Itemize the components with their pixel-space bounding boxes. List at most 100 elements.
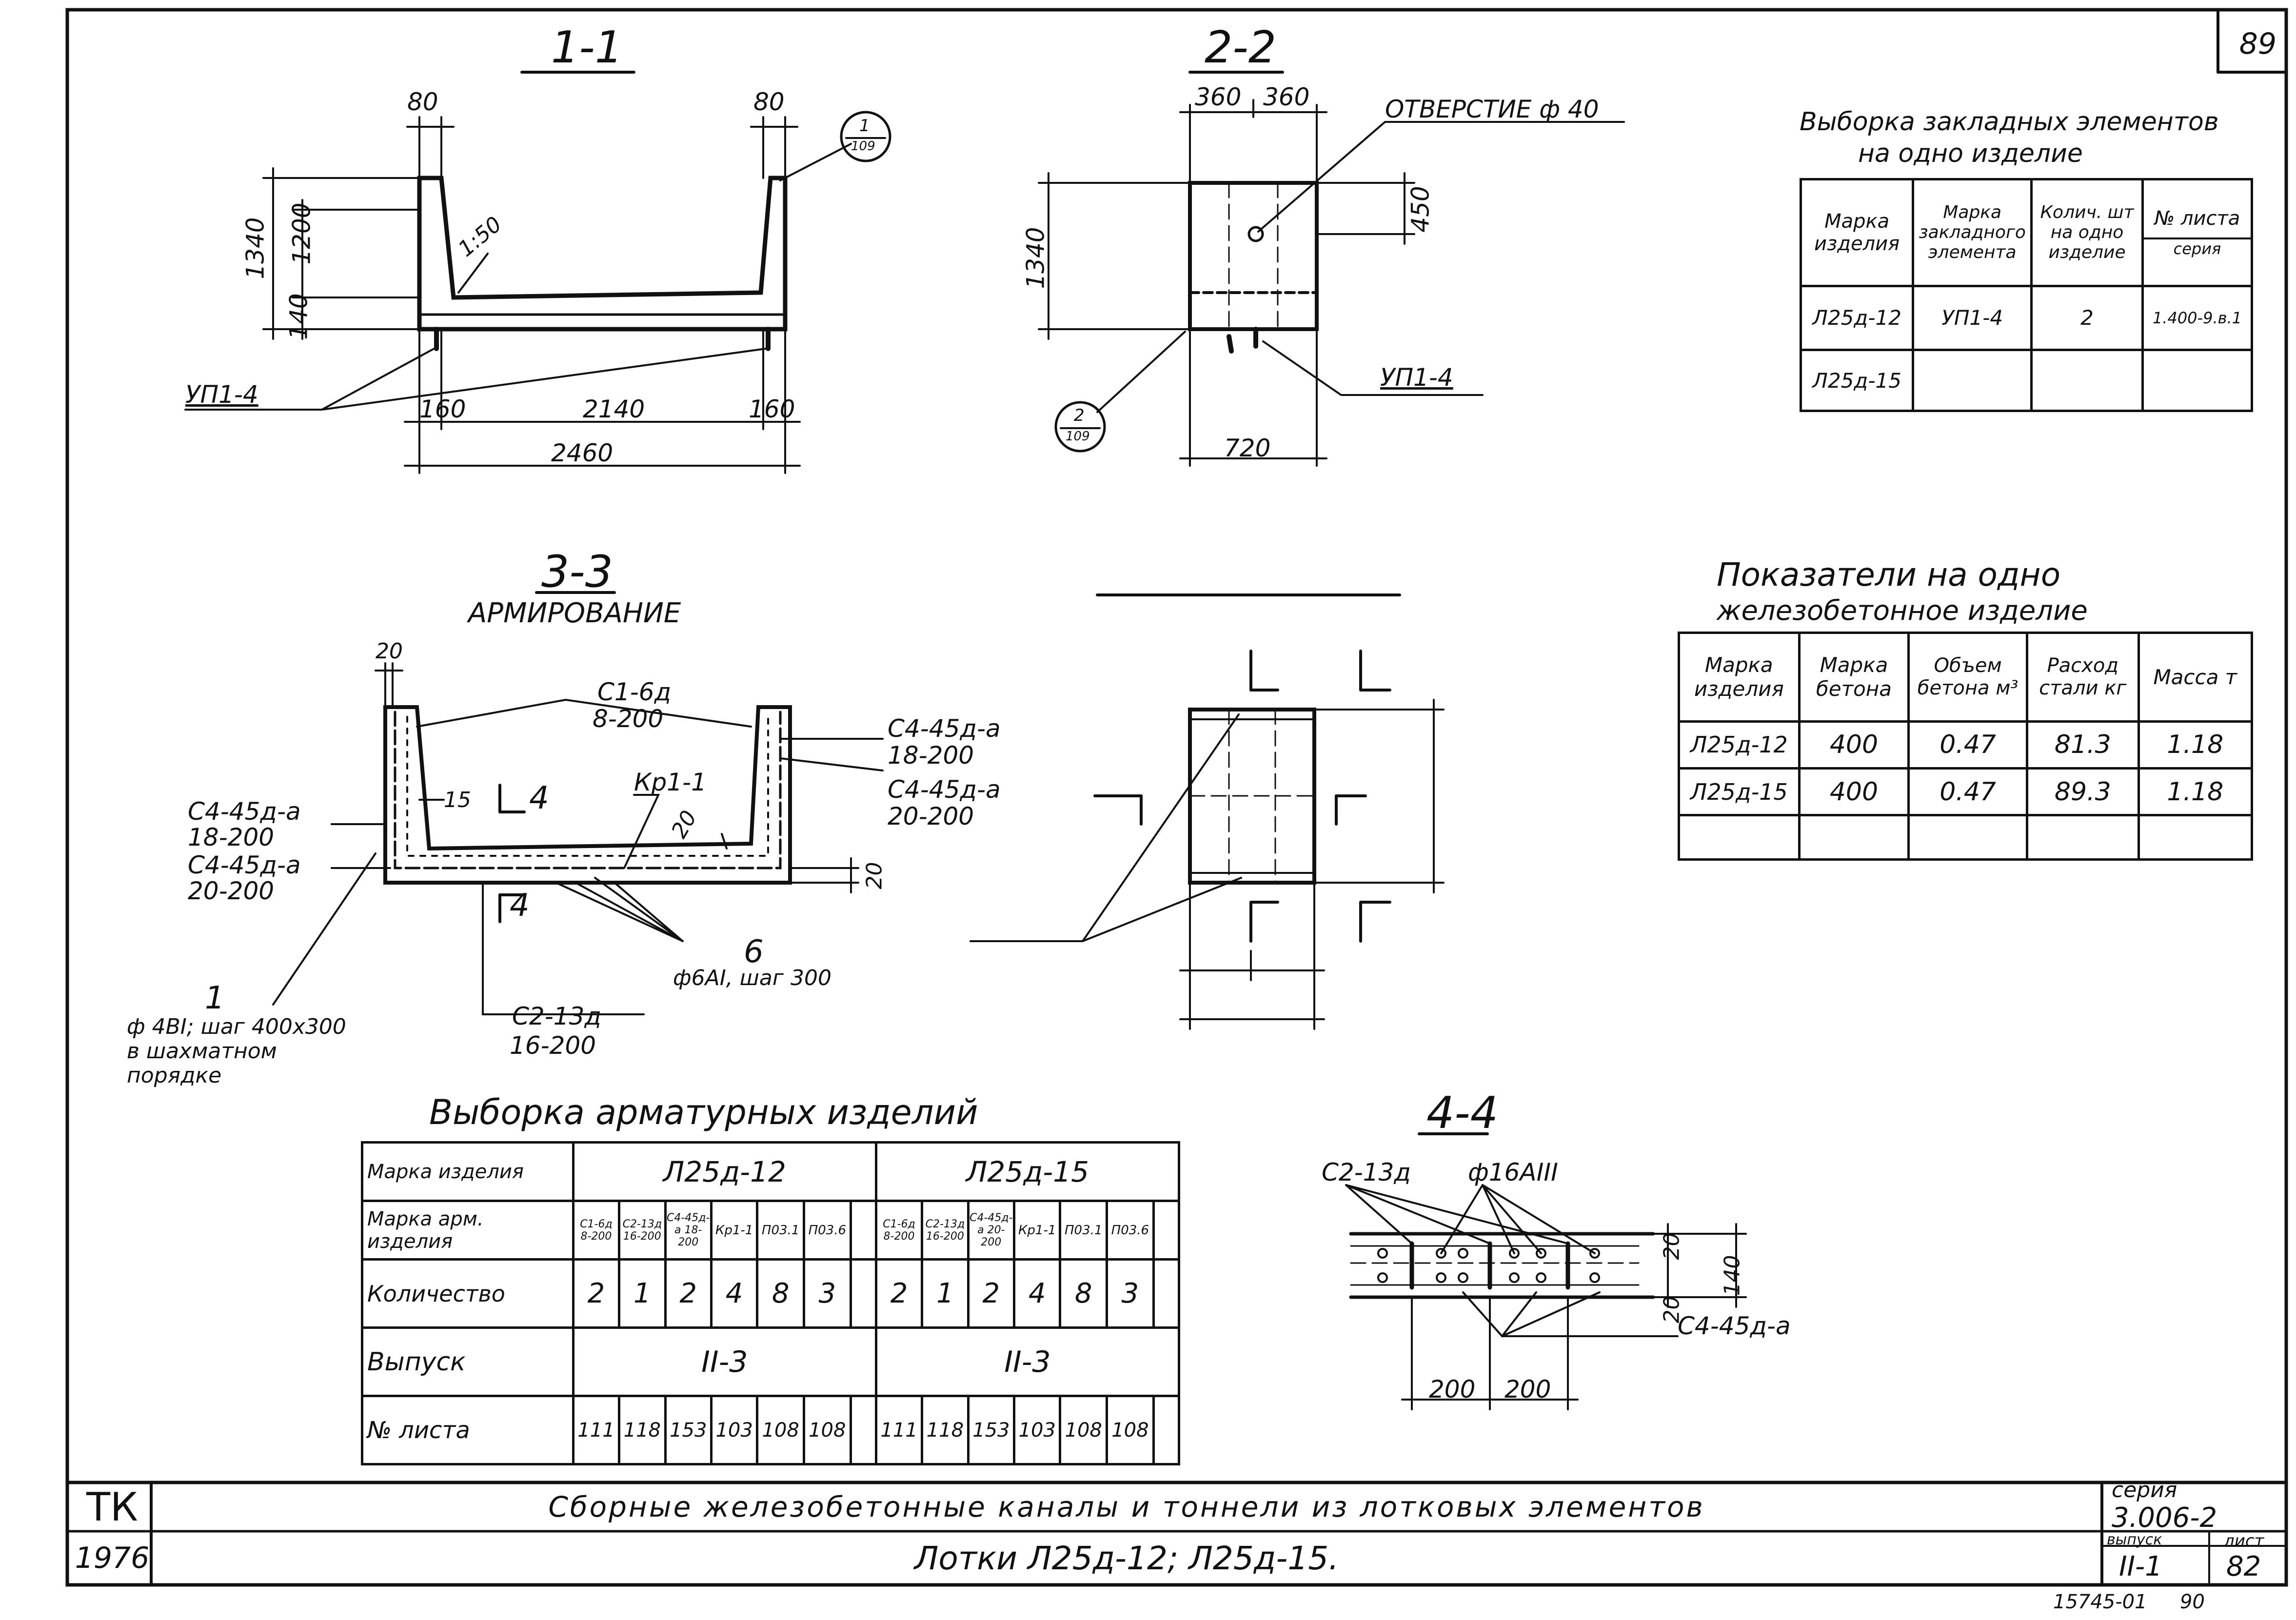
- section-2-2-title: 2-2: [1205, 22, 1276, 73]
- s33-mark-6-desc: ф6АI, шаг 300: [673, 966, 831, 990]
- s44-dim-140: 140: [1720, 1255, 1745, 1296]
- emb-row1-sheet: 1.400-9.в.1: [2141, 284, 2254, 352]
- s44-dim-20-top: 20: [1659, 1232, 1684, 1260]
- indicators-title: Показатели на одно: [1717, 556, 2061, 593]
- title-block-sheet-label: лист: [2224, 1531, 2264, 1551]
- rebar-g1-mark-4: Кр1-1: [710, 1200, 759, 1261]
- rebar-g2-qty-4: 4: [1012, 1258, 1062, 1329]
- rebar-label-mark: Марка арм. изделия: [361, 1200, 574, 1261]
- emb-row2-element: [1912, 349, 2033, 412]
- s11-dim-80-left: 80: [407, 88, 438, 116]
- rebar-g1-blank: [849, 1258, 877, 1329]
- rebar-g2-qty-3: 2: [967, 1258, 1016, 1329]
- s33-rebar-inner: [394, 711, 782, 869]
- rebar-label-sheet: № листа: [361, 1395, 574, 1465]
- s33-mark-1-desc: ф 4ВI; шаг 400х300: [127, 1014, 346, 1039]
- s33-c4-right2: С4-45д-а: [888, 775, 1001, 804]
- s33-c1-label: С1-6д: [597, 678, 672, 706]
- embedded-table: Марка изделия Марка закладного элемента …: [1799, 178, 2254, 412]
- s22-dim-450: 450: [1406, 186, 1435, 233]
- rebar-label-item: Марка изделия: [361, 1141, 574, 1202]
- ind-row1-item: Л25д-12: [1678, 720, 1801, 770]
- s22-dim-720: 720: [1224, 434, 1271, 462]
- rebar-g2-mark-2: С2-13д 16-200: [921, 1200, 970, 1261]
- rebar-g2-mark-3: С4-45д-а 20-200: [967, 1200, 1016, 1261]
- rebar-g2-mark-6: П03.6: [1106, 1200, 1155, 1261]
- s33-c4-left2-step: 20-200: [188, 877, 275, 905]
- s33-cut-4-bottom: 4: [510, 888, 530, 924]
- s22-dim-1340: 1340: [1021, 227, 1050, 289]
- rebar-g2-mark-4: Кр1-1: [1012, 1200, 1062, 1261]
- title-block-issue-label: выпуск: [2107, 1531, 2162, 1548]
- emb-header-qty: Колич. шт на одно изделие: [2030, 178, 2144, 287]
- indicators-subtitle: железобетонное изделие: [1717, 595, 2088, 627]
- s22-hole-label: ОТВЕРСТИЕ ф 40: [1385, 95, 1599, 123]
- rebar-g2-blank: [1152, 1258, 1181, 1329]
- rebar-g1-sheet-3: 153: [664, 1395, 713, 1465]
- rebar-table-title: Выборка арматурных изделий: [429, 1092, 978, 1132]
- section-3-3-subtitle: АРМИРОВАНИЕ: [468, 597, 681, 629]
- rebar-g1-mark-6: П03.6: [802, 1200, 852, 1261]
- rebar-g1-sheet-2: 118: [618, 1395, 667, 1465]
- s33-c1-step: 8-200: [593, 705, 664, 733]
- stamp-code: 15745-01: [2053, 1591, 2147, 1613]
- s22-up-label: УП1-4: [1380, 363, 1453, 392]
- ind-row1-steel: 81.3: [2025, 720, 2140, 770]
- embedded-table-subtitle: на одно изделие: [1858, 139, 2083, 168]
- s11-ref-circle: [840, 111, 891, 162]
- emb-header-item: Марка изделия: [1799, 178, 1915, 287]
- title-block-sub-title: Лотки Л25д-12; Л25д-15.: [914, 1539, 1339, 1577]
- s44-c2-label: С2-13д: [1322, 1158, 1411, 1186]
- rebar-g1-qty-5: 8: [756, 1258, 805, 1329]
- rebar-g1-mark-5: П03.1: [756, 1200, 805, 1261]
- s33-c4-left2: С4-45д-а: [188, 851, 301, 879]
- title-block-sheet-value: 82: [2226, 1551, 2261, 1582]
- s22-dim-360-right: 360: [1263, 83, 1310, 111]
- ind-header-steel: Расход стали кг: [2025, 632, 2140, 723]
- emb-header-sheet: № листа серия: [2141, 178, 2254, 287]
- rebar-g1-qty-2: 1: [618, 1258, 667, 1329]
- s11-ref-num: 1: [859, 116, 870, 136]
- title-block-series-label: серия: [2112, 1478, 2177, 1502]
- rebar-g2-qty-6: 3: [1106, 1258, 1155, 1329]
- s33-kp-label: Кр1-1: [634, 768, 707, 796]
- rebar-g2-sheet-2: 118: [921, 1395, 970, 1465]
- s33-trough-outline: [383, 705, 792, 885]
- stamp-page: 90: [2180, 1591, 2205, 1613]
- s33-dim-20-right: 20: [862, 862, 887, 889]
- rebar-g2-sheet-4: 103: [1012, 1395, 1062, 1465]
- rebar-group2-item: Л25д-15: [874, 1141, 1181, 1202]
- title-block-year: 1976: [75, 1541, 150, 1575]
- s22-hatch: [1188, 291, 1318, 331]
- section-4-4-title: 4-4: [1426, 1087, 1498, 1139]
- rebar-g1-qty-6: 3: [802, 1258, 852, 1329]
- s33-mark-6: 6: [744, 934, 764, 970]
- rebar-g1-blank: [849, 1200, 877, 1261]
- s44-rebar-label: ф16АIII: [1468, 1158, 1558, 1186]
- s11-dim-2140: 2140: [583, 395, 645, 423]
- ind-empty-cell: [2137, 814, 2254, 861]
- s33-c4-left1: С4-45д-а: [188, 797, 301, 826]
- ind-header-grade: Марка бетона: [1798, 632, 1910, 723]
- indicators-table: Марка изделия Марка бетона Объем бетона …: [1678, 632, 2254, 861]
- s33-cut-4-top: 4: [529, 780, 549, 816]
- rebar-g1-blank: [849, 1395, 877, 1465]
- section-1-1-title: 1-1: [551, 22, 623, 73]
- rebar-g1-sheet-1: 111: [572, 1395, 621, 1465]
- rebar-g1-sheet-4: 103: [710, 1395, 759, 1465]
- rebar-g2-qty-2: 1: [921, 1258, 970, 1329]
- rebar-g2-mark-1: С1-6д 8-200: [874, 1200, 924, 1261]
- s44-dim-200-left: 200: [1429, 1375, 1476, 1403]
- s11-dim-160-right: 160: [749, 395, 795, 423]
- rebar-g2-issue: II-3: [874, 1326, 1181, 1397]
- ind-row2-item: Л25д-15: [1678, 767, 1801, 817]
- s33-c2-label: С2-13д: [512, 1002, 601, 1030]
- ind-empty-cell: [1907, 814, 2028, 861]
- rebar-label-issue: Выпуск: [361, 1326, 574, 1397]
- rebar-g1-sheet-6: 108: [802, 1395, 852, 1465]
- s33-c4-right1: С4-45д-а: [888, 714, 1001, 743]
- rebar-g2-sheet-3: 153: [967, 1395, 1016, 1465]
- rebar-g1-mark-2: С2-13д 16-200: [618, 1200, 667, 1261]
- s33-dim-15: 15: [444, 788, 471, 812]
- s33-mark-1-order: порядке: [127, 1063, 222, 1088]
